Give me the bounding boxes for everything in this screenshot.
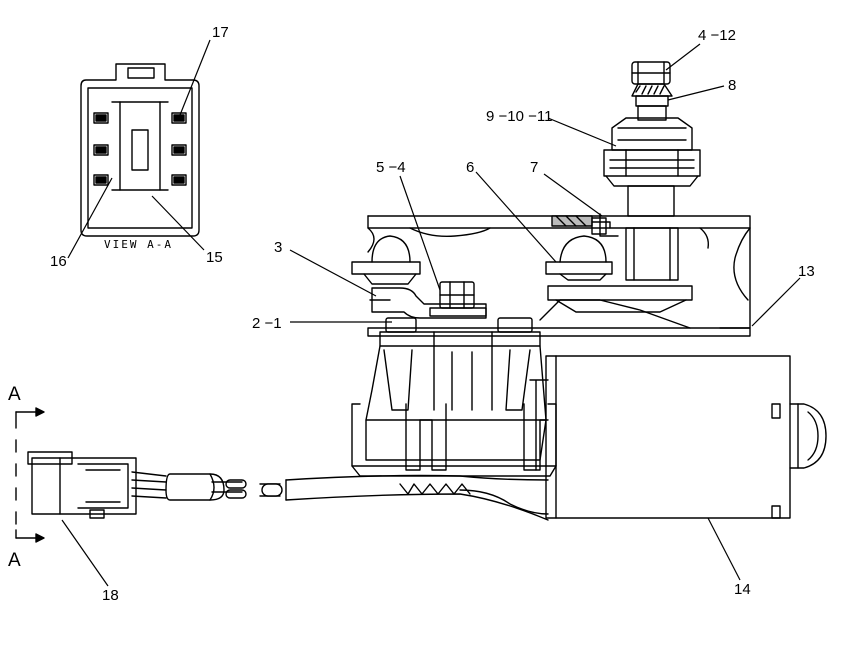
callout-16: 16 [50,253,67,270]
linkage-arm [369,287,541,347]
wire-harness [131,471,549,521]
wiper-motor [545,355,827,519]
leader-lines [61,39,801,587]
callout-6: 6 [466,159,474,176]
callout-7: 7 [530,159,538,176]
callout-labels: 17 16 15 4 −12 8 9 −10 −11 5 −4 6 7 3 2 … [8,24,815,604]
section-mark-top: A [8,384,21,405]
gearbox-housing [351,331,557,477]
section-line-a-a [15,407,45,543]
callout-18: 18 [102,587,119,604]
view-caption: VIEW A-A [104,238,173,251]
callout-2-1: 2 −1 [252,315,282,332]
callout-9-10-11: 9 −10 −11 [486,108,552,125]
connector-face-view [80,63,200,237]
pivot-hardware [351,235,693,317]
callout-8: 8 [728,77,736,94]
callout-4-12: 4 −12 [698,27,736,44]
callout-14: 14 [734,581,751,598]
connector-plug [27,451,137,519]
output-shaft-assembly [591,61,701,281]
callout-13: 13 [798,263,815,280]
callout-3: 3 [274,239,282,256]
callout-5-4: 5 −4 [376,159,406,176]
callout-17: 17 [212,24,229,41]
section-mark-bottom: A [8,550,21,571]
mounting-bracket [367,215,751,337]
callout-15: 15 [206,249,223,266]
